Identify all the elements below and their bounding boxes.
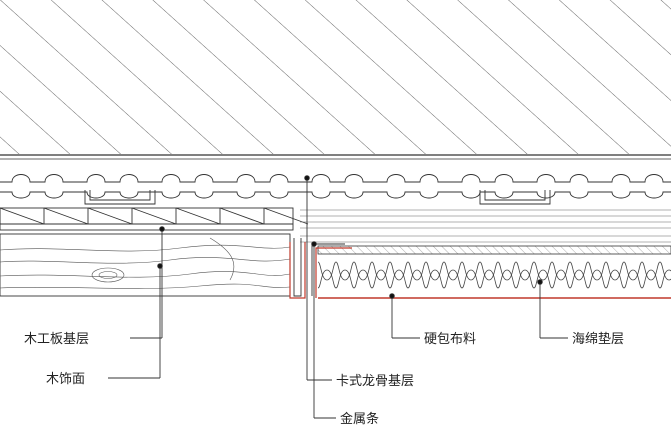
label-metal-strip: 金属条 [340,411,379,427]
wall-hatch [0,0,671,160]
label-wood-board-base: 木工板基层 [24,332,89,347]
wood-board-layer [0,207,309,231]
keel-profile [0,174,671,205]
label-fabric-cover: 硬包布料 [424,332,476,347]
leader-lines [108,175,568,419]
label-wood-veneer: 木饰面 [46,372,85,387]
wood-veneer-layer [0,233,291,297]
metal-strip [289,242,671,299]
sponge-layer [317,261,671,289]
label-sponge-layer: 海绵垫层 [572,331,624,347]
right-strata [300,209,671,243]
fabric-band [317,245,671,255]
label-keel-base: 卡式龙骨基层 [336,374,414,389]
